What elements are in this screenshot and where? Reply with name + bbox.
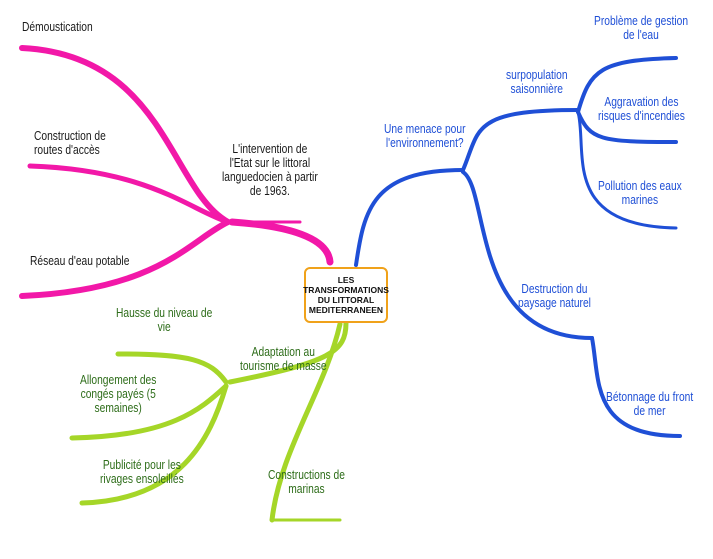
branch-pollution (576, 110, 678, 230)
branch-routes (27, 163, 231, 225)
branch-marinas (269, 321, 343, 523)
label-publicite: Publicité pour les rivages ensoleillés (100, 458, 184, 486)
branch-menace (354, 168, 465, 267)
label-adaptation: Adaptation au tourisme de masse (240, 345, 327, 373)
label-allongement: Allongement des congés payés (5 semaines… (80, 373, 157, 415)
label-destruction: Destruction du paysage naturel (518, 282, 591, 310)
label-hausse: Hausse du niveau de vie (116, 306, 213, 334)
branch-surpopulation (461, 108, 580, 172)
branch-destruction (461, 170, 594, 340)
branch-publicite (79, 383, 229, 506)
label-demoustication: Démoustication (22, 20, 93, 34)
label-menace: Une menace pour l'environnement? (384, 122, 466, 150)
label-gestion-eau: Problème de gestion de l'eau (594, 14, 689, 42)
center-node: LES TRANSFORMATIONS DU LITTORAL MEDITERR… (303, 267, 389, 323)
branch-allongement (69, 383, 229, 441)
branch-betonnage (590, 336, 682, 438)
branch-demoustication (19, 45, 231, 225)
label-pollution: Pollution des eaux marines (598, 179, 682, 207)
branch-gestion-eau (576, 56, 678, 114)
label-marinas: Constructions de marinas (268, 468, 345, 496)
label-betonnage: Bétonnage du front de mer (606, 390, 694, 418)
branch-adaptation (227, 320, 349, 385)
branch-incendies (576, 110, 678, 144)
label-intervention: L'intervention de l'Etat sur le littoral… (222, 142, 318, 198)
label-incendies: Aggravation des risques d'incendies (598, 95, 685, 123)
center-title: LES TRANSFORMATIONS DU LITTORAL MEDITERR… (303, 275, 389, 315)
label-routes: Construction de routes d'accès (34, 129, 106, 157)
branch-hausse (115, 351, 229, 385)
label-reseau: Réseau d'eau potable (30, 254, 130, 268)
label-surpopulation: surpopulation saisonnière (506, 68, 568, 96)
branch-reseau (19, 219, 231, 299)
branch-intervention (228, 218, 334, 266)
